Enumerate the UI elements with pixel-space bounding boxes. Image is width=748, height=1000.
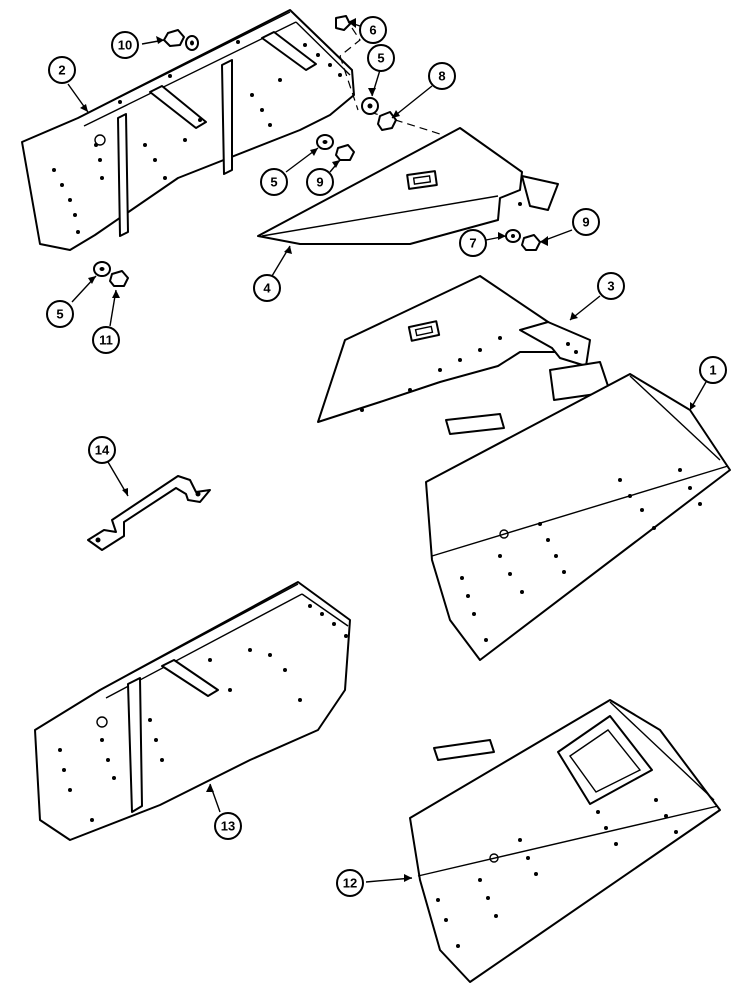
tool-box-1	[425, 361, 731, 661]
callout-label: 4	[263, 281, 271, 296]
washer-5a	[361, 97, 379, 115]
callout-5: 5	[46, 300, 74, 328]
bolt-9b	[521, 234, 541, 251]
callout-2: 2	[48, 56, 76, 84]
callout-label: 10	[118, 38, 132, 53]
washer-7	[505, 229, 521, 243]
callout-label: 8	[438, 69, 445, 84]
nut-6	[335, 15, 351, 31]
callout-label: 9	[316, 175, 323, 190]
callout-label: 13	[221, 819, 235, 834]
callout-label: 14	[95, 443, 110, 458]
callout-label: 1	[709, 363, 716, 378]
callout-8: 8	[428, 62, 456, 90]
callout-14: 14	[88, 436, 116, 464]
box-12-holes	[436, 798, 678, 948]
callout-9: 9	[572, 208, 600, 236]
tool-box-12	[409, 699, 721, 983]
washer-5b	[316, 134, 334, 150]
callout-5: 5	[367, 44, 395, 72]
callout-label: 11	[99, 333, 113, 348]
panel-holes	[58, 604, 348, 822]
bolt-9a	[335, 144, 355, 161]
callout-label: 6	[369, 23, 376, 38]
callout-label: 7	[469, 236, 476, 251]
callout-4: 4	[253, 274, 281, 302]
box-holes	[460, 468, 702, 642]
bolt-8	[377, 111, 397, 131]
callout-label: 3	[607, 279, 614, 294]
strap-14	[87, 475, 211, 551]
callout-label: 5	[270, 175, 277, 190]
callout-11: 11	[92, 326, 120, 354]
callout-label: 12	[343, 876, 357, 891]
callout-3: 3	[597, 272, 625, 300]
rear-panel-3	[317, 275, 591, 423]
callout-label: 5	[56, 307, 63, 322]
washer-5c	[93, 261, 111, 277]
bolt-11	[109, 270, 129, 287]
callout-label: 5	[377, 51, 384, 66]
leader-arrowheads	[80, 18, 696, 882]
callout-10: 10	[111, 31, 139, 59]
callout-12: 12	[336, 869, 364, 897]
callout-label: 9	[582, 215, 589, 230]
callout-7: 7	[459, 229, 487, 257]
fender-panel-2	[21, 9, 355, 251]
nut-10	[163, 29, 199, 51]
callout-6: 6	[359, 16, 387, 44]
callout-1: 1	[699, 356, 727, 384]
callout-label: 2	[58, 63, 65, 78]
callout-5: 5	[260, 168, 288, 196]
cover-plate-4	[257, 127, 559, 245]
fender-panel-13	[34, 581, 351, 841]
callout-13: 13	[214, 812, 242, 840]
mounting-holes	[52, 40, 342, 234]
callout-9: 9	[306, 168, 334, 196]
